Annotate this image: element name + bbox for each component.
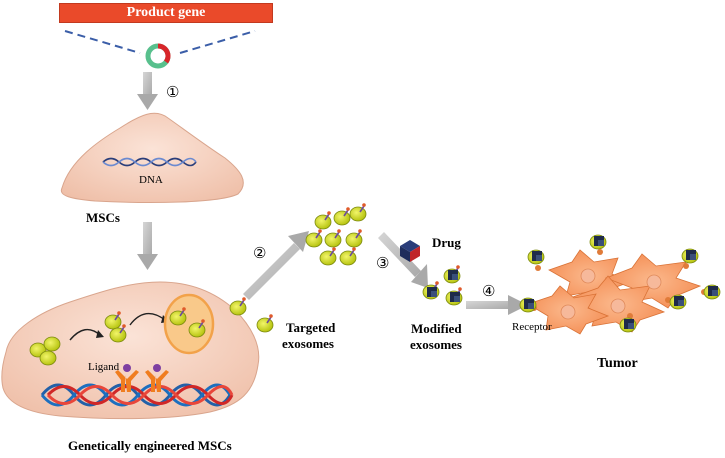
step4-marker: ④: [482, 284, 496, 300]
genetically-engineered-mscs-label: Genetically engineered MSCs: [68, 438, 232, 453]
modified-label-line2: exosomes: [410, 337, 462, 352]
dna-label: DNA: [139, 174, 163, 186]
large-dna-helix-icon: [40, 383, 234, 407]
arrow-step4: [466, 295, 528, 315]
ligand-gene-products: [115, 364, 169, 392]
targeted-label-line1: Targeted: [286, 320, 336, 335]
step1-marker: ①: [166, 85, 180, 101]
step3-marker: ③: [376, 256, 390, 272]
drug-label: Drug: [432, 235, 461, 250]
ligand-label: Ligand: [88, 361, 120, 373]
receptor-label: Receptor: [512, 321, 552, 333]
mscs-label: MSCs: [86, 210, 120, 225]
step2-marker: ②: [253, 246, 267, 262]
dna-helix-icon: [102, 157, 197, 167]
modified-exosomes: [422, 264, 463, 306]
arrow-msc-down: [137, 222, 158, 270]
targeted-exosome-cluster: [305, 202, 367, 266]
arrow-step1: [137, 72, 158, 110]
modified-label-line1: Modified: [411, 321, 462, 336]
arrow-step2: [243, 231, 309, 300]
tumor-bound-exosomes: [519, 234, 721, 333]
tumor-cells: [527, 249, 702, 335]
plasmid-icon: [145, 43, 171, 69]
msc-cell: [60, 112, 244, 204]
drug-cube-icon: [400, 240, 420, 262]
exosomes-in-cell: [29, 293, 215, 366]
dashed-lines: [64, 30, 256, 54]
product-gene-label: Product gene: [126, 5, 206, 20]
arrow-step3: [378, 232, 428, 288]
product-gene-bar: Product gene: [59, 3, 273, 23]
tumor-label: Tumor: [597, 356, 638, 371]
targeted-label-line2: exosomes: [282, 336, 334, 351]
